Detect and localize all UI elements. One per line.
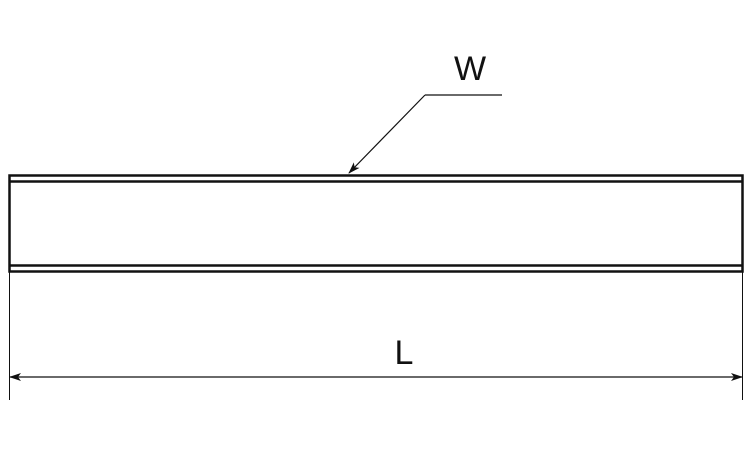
length-label: L bbox=[395, 334, 414, 372]
bar-outline bbox=[8, 174, 744, 273]
width-leader: W bbox=[348, 50, 502, 174]
bar-body bbox=[8, 174, 744, 273]
length-dimension: L bbox=[9, 272, 743, 400]
leader-arrow bbox=[348, 94, 426, 174]
width-label: W bbox=[454, 50, 486, 88]
